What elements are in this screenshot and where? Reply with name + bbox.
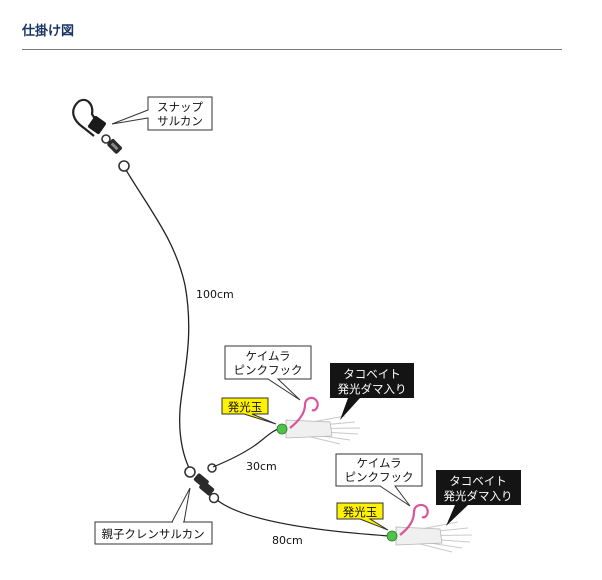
snap-callout: スナップ サルカン	[111, 96, 213, 131]
upper-bead-label: 発光玉	[228, 400, 263, 414]
lower-octopus-label-line1: タコベイト	[449, 474, 507, 488]
diagram-title: 仕掛け図	[22, 24, 75, 39]
main-length-label: 100cm	[196, 288, 234, 301]
main-line	[125, 169, 191, 471]
upper-lure	[276, 396, 361, 445]
lower-octopus-tag: タコベイト 発光ダマ入り	[436, 470, 521, 526]
crane-label: 親子クレンサルカン	[101, 527, 204, 541]
lower-branch-line	[216, 499, 391, 537]
upper-bead-tag: 発光玉	[221, 397, 277, 425]
upper-hook-label-line2: ピンクフック	[234, 363, 303, 377]
upper-hook-callout: ケイムラ ピンクフック	[224, 345, 312, 401]
upper-octopus-label-line2: 発光ダマ入り	[338, 382, 407, 396]
snap-swivel	[72, 98, 130, 172]
upper-branch-length-label: 30cm	[246, 460, 277, 473]
upper-hook-label-line1: ケイムラ	[246, 349, 291, 363]
lower-pink-hook	[399, 503, 429, 536]
snap-label-line1: スナップ	[157, 100, 203, 114]
lower-hook-label-line1: ケイムラ	[357, 456, 402, 470]
lower-octopus-label-line2: 発光ダマ入り	[444, 489, 513, 503]
upper-pink-hook	[289, 396, 319, 429]
lower-glow-bead	[386, 530, 398, 542]
lower-lure	[386, 503, 473, 553]
snap-label-line2: サルカン	[157, 114, 203, 128]
title-divider	[22, 49, 562, 50]
upper-octopus-tag: タコベイト 発光ダマ入り	[330, 363, 414, 420]
lower-branch-length-label: 80cm	[272, 534, 303, 547]
lower-bead-tag: 発光玉	[336, 502, 389, 531]
lower-hook-callout: ケイムラ ピンクフック	[335, 453, 423, 507]
crane-swivel	[184, 463, 220, 504]
upper-octopus-label-line1: タコベイト	[343, 367, 401, 381]
lower-bead-label: 発光玉	[343, 505, 378, 519]
upper-branch-line	[212, 427, 282, 468]
upper-glow-bead	[276, 423, 288, 435]
lower-hook-label-line2: ピンクフック	[345, 470, 414, 484]
crane-callout: 親子クレンサルカン	[94, 487, 213, 545]
